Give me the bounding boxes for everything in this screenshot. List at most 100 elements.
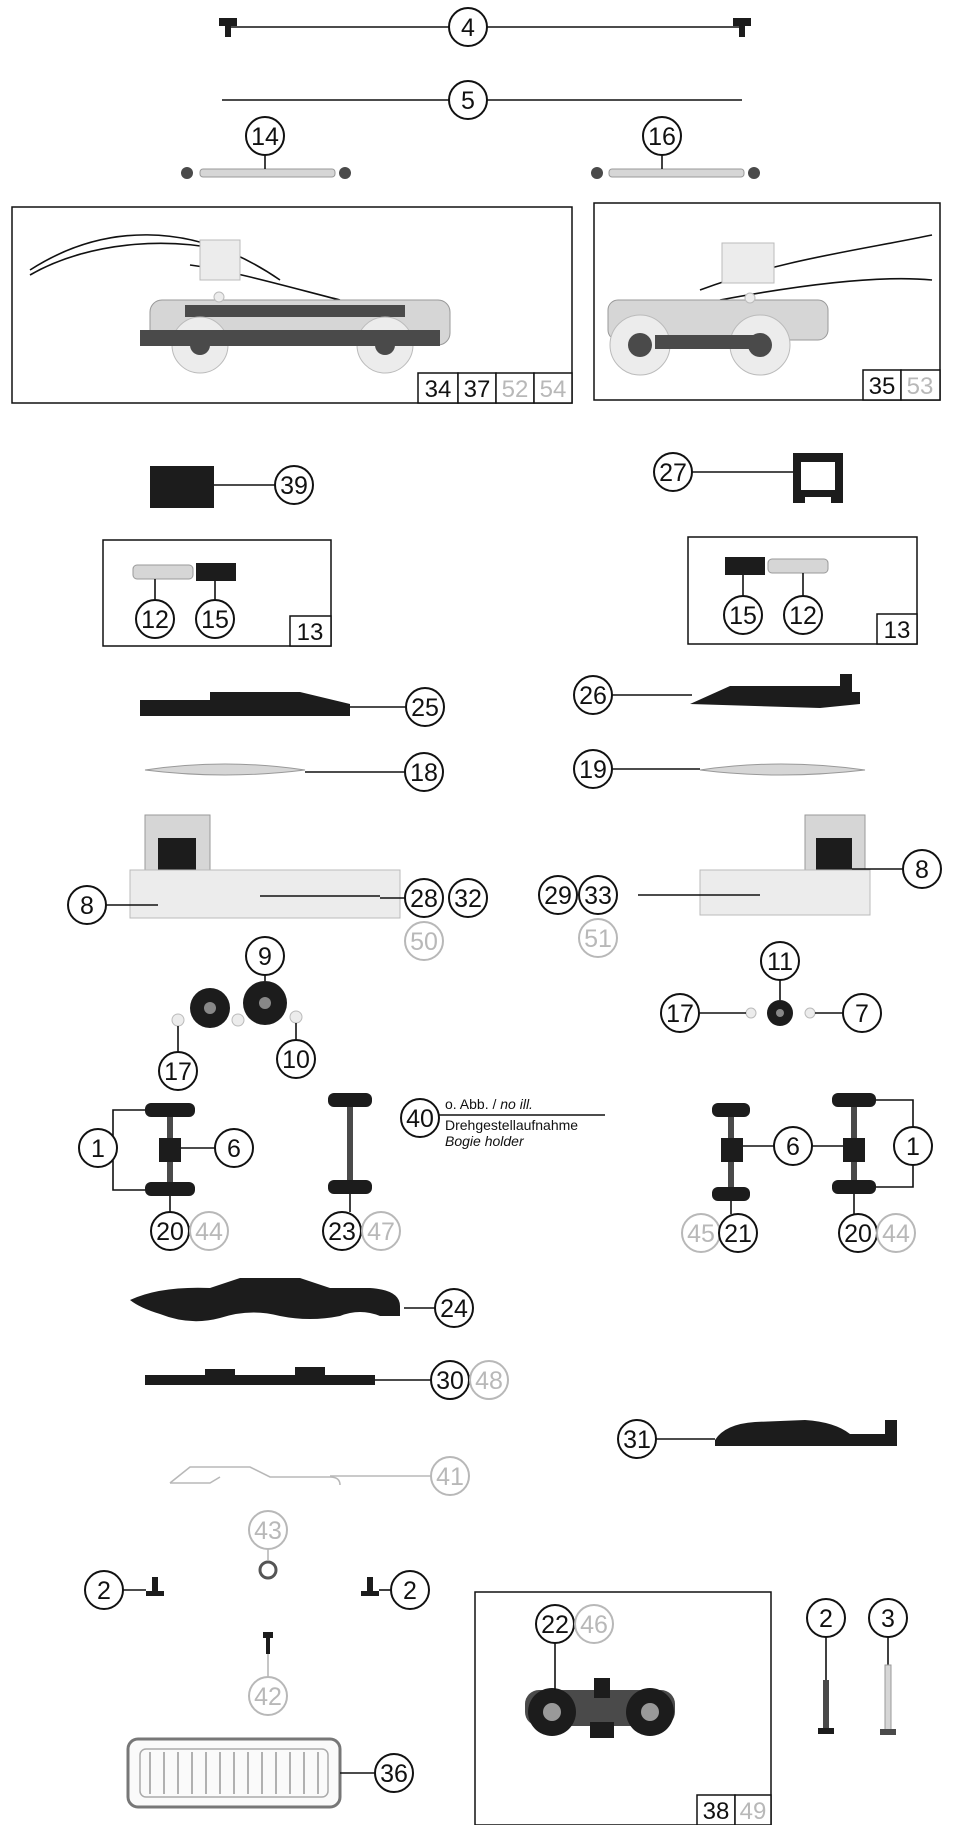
box-number-52: 52 [502,376,529,403]
callout-45-label: 45 [687,1220,715,1248]
callout-28-label: 28 [410,885,438,913]
callout-47 [361,1211,401,1251]
callout-10 [276,1039,316,1079]
callout-17-left-label: 17 [164,1058,192,1086]
callout-1-left-label: 1 [91,1135,105,1163]
callout-2-right-label: 2 [403,1577,417,1605]
box-number-53: 53 [907,373,934,400]
part-14-shaft [181,155,351,179]
callout-50 [404,921,444,961]
part-43-washer [258,1560,278,1580]
frame-right-assembly [593,202,941,401]
callout-18 [404,752,444,792]
callout-20-right-label: 20 [844,1220,872,1248]
callout-6-left [214,1128,254,1168]
callout-16-label: 16 [648,123,676,151]
wheelset-left [112,1103,215,1212]
callout-24-label: 24 [440,1295,468,1323]
callout-51 [578,918,618,958]
callout-25 [405,687,445,727]
callout-44-left [189,1211,229,1251]
callout-5 [448,80,488,120]
callout-14 [245,116,285,156]
callout-21 [718,1213,758,1253]
callout-43-label: 43 [254,1517,282,1545]
callout-36-label: 36 [380,1760,408,1788]
box-number-34: 34 [425,376,452,403]
callout-31-label: 31 [623,1426,651,1454]
callout-1-right [893,1126,933,1166]
callout-19 [573,749,613,789]
callout-2-left [84,1570,124,1610]
part-18 [144,763,306,776]
callout-7-label: 7 [855,1000,869,1028]
callout-16 [642,116,682,156]
part-39 [150,466,214,508]
callout-19-label: 19 [579,756,607,784]
callout-39-label: 39 [280,472,308,500]
callout-15-right-label: 15 [729,602,757,630]
callout-27 [653,452,693,492]
part-26 [690,674,860,708]
grille-bars [149,1752,319,1794]
callout-44-left-label: 44 [195,1218,223,1246]
motor-bogie-left-illustration [29,234,451,374]
callout-21-label: 21 [724,1220,752,1248]
callout-8-left [67,885,107,925]
callout-48-label: 48 [475,1367,503,1395]
part-24 [130,1278,400,1322]
callout-33-label: 33 [584,882,612,910]
box-number-49: 49 [740,1798,767,1825]
part-frame-right [699,814,871,916]
part-41 [169,1466,341,1486]
callout-42 [248,1676,288,1716]
callout-12-left [135,599,175,639]
callout-9-label: 9 [258,943,272,971]
callout-9 [245,936,285,976]
callout-12-right-label: 12 [789,602,817,630]
callout-24 [434,1288,474,1328]
callout-1-left [78,1128,118,1168]
callout-15-left-label: 15 [201,606,229,634]
callout-27-label: 27 [659,459,687,487]
part-30 [145,1367,375,1385]
callout-44-right [876,1213,916,1253]
callout-2-far-right-label: 2 [819,1605,833,1633]
frame-coupler-left [102,539,332,647]
callout-50-label: 50 [410,928,438,956]
box-number-13-right: 13 [884,617,911,644]
part-16-shaft [591,155,760,179]
callout-10-label: 10 [282,1046,310,1074]
part-2-screw-long [818,1680,834,1734]
part-19 [699,763,866,776]
callout-40 [400,1098,440,1138]
callout-4-label: 4 [461,14,475,42]
part-2-screw-left [146,1577,164,1596]
callout-28 [404,878,444,918]
callout-17-left [158,1051,198,1091]
box-number-35: 35 [869,373,896,400]
callout-8-right [902,849,942,889]
callout-46-label: 46 [580,1611,608,1639]
callout-42-label: 42 [254,1683,282,1711]
gears-left [171,975,303,1052]
box-number-54: 54 [540,376,567,403]
callout-29-label: 29 [544,882,572,910]
box-left-numbers: 34 37 52 54 [417,372,573,404]
callout-40-label: 40 [406,1105,434,1133]
callout-23-label: 23 [328,1218,356,1246]
callout-29 [538,875,578,915]
part-2-screw-right [361,1577,379,1596]
callout-2-left-label: 2 [97,1577,111,1605]
callout-6-right-label: 6 [786,1133,800,1161]
part-3-screw-long [880,1664,896,1735]
part-25 [140,692,350,716]
frame-bogie [474,1591,772,1825]
callout-3-label: 3 [881,1605,895,1633]
callout-7 [842,993,882,1033]
frame-coupler-right [687,536,918,645]
box-number-38: 38 [703,1798,730,1825]
callout-15-right [723,595,763,635]
callout-48 [469,1360,509,1400]
